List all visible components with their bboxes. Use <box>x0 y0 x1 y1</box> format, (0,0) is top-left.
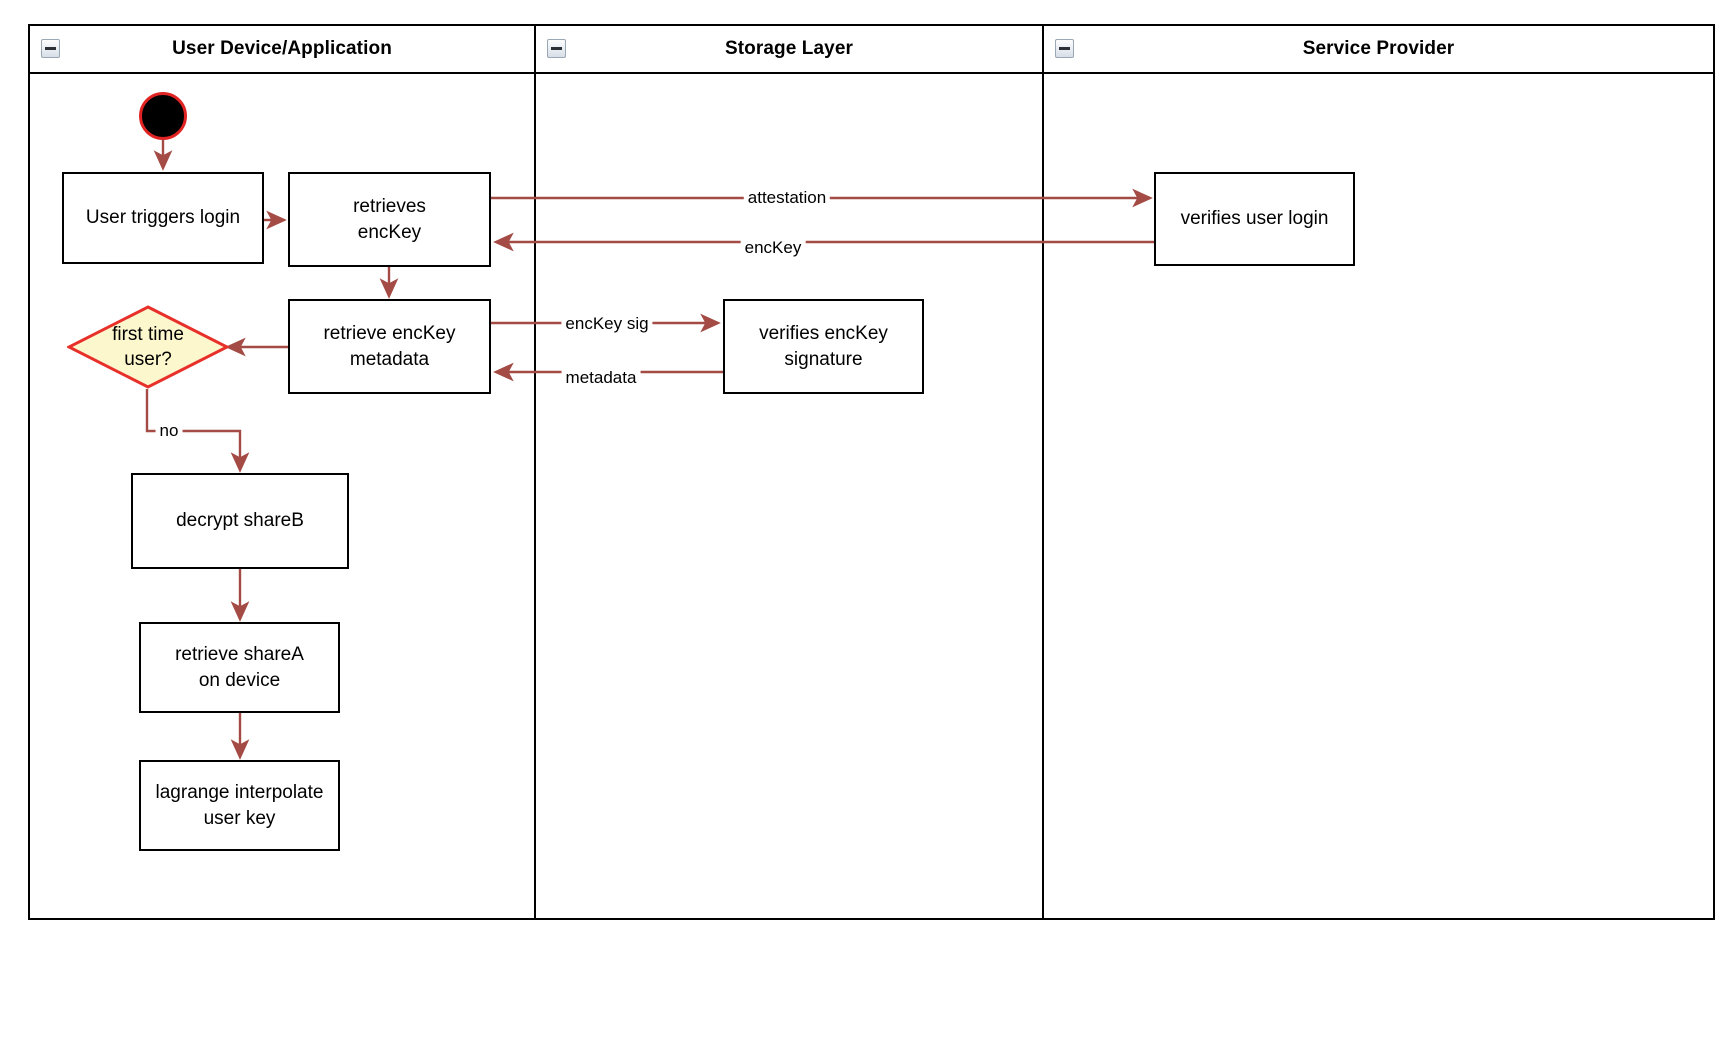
activity-label: retrieve shareA on device <box>175 643 304 691</box>
activity-label: retrieve encKey metadata <box>323 322 456 370</box>
initial-node[interactable] <box>139 92 187 140</box>
edge-label-enckey-sig: encKey sig <box>561 314 653 334</box>
edge-label-metadata: metadata <box>561 368 641 388</box>
lane-header-storage: Storage Layer <box>536 26 1042 74</box>
lane-service-provider[interactable]: Service Provider <box>1042 26 1713 918</box>
decision-label: first time user? <box>112 324 184 370</box>
activity-label: lagrange interpolate user key <box>155 781 324 829</box>
lane-storage[interactable]: Storage Layer <box>534 26 1042 918</box>
lane-title-user-device: User Device/Application <box>172 38 392 59</box>
activity-retrieve-sharea-on-device[interactable]: retrieve shareA on device <box>139 622 340 713</box>
activity-retrieve-enckey-metadata[interactable]: retrieve encKey metadata <box>288 299 491 394</box>
lane-title-service-provider: Service Provider <box>1302 38 1455 59</box>
lane-header-user-device: User Device/Application <box>30 26 534 74</box>
edge-label-enckey: encKey <box>740 238 806 258</box>
activity-label: decrypt shareB <box>176 510 304 531</box>
activity-label: User triggers login <box>85 207 241 228</box>
lane-title-storage: Storage Layer <box>724 38 854 59</box>
activity-lagrange-interpolate-user-key[interactable]: lagrange interpolate user key <box>139 760 340 851</box>
decision-first-time-user[interactable]: first time user? <box>67 305 229 389</box>
edge-label-attestation: attestation <box>743 188 831 208</box>
minus-box-icon[interactable] <box>1055 39 1074 58</box>
lane-user-device[interactable]: User Device/Application <box>30 26 534 918</box>
minus-box-icon[interactable] <box>547 39 566 58</box>
lane-header-service-provider: Service Provider <box>1044 26 1713 74</box>
activity-label: retrieves encKey <box>353 195 426 243</box>
activity-label: verifies encKey signature <box>759 322 888 370</box>
decision-diamond-shape <box>67 305 229 389</box>
activity-verifies-user-login[interactable]: verifies user login <box>1154 172 1355 266</box>
minus-box-icon[interactable] <box>41 39 60 58</box>
edge-label-no: no <box>155 421 183 441</box>
activity-user-triggers-login[interactable]: User triggers login <box>62 172 264 264</box>
activity-retrieves-enckey[interactable]: retrieves encKey <box>288 172 491 267</box>
activity-label: verifies user login <box>1180 208 1329 229</box>
activity-decrypt-shareb[interactable]: decrypt shareB <box>131 473 349 569</box>
activity-verifies-enckey-signature[interactable]: verifies encKey signature <box>723 299 924 394</box>
